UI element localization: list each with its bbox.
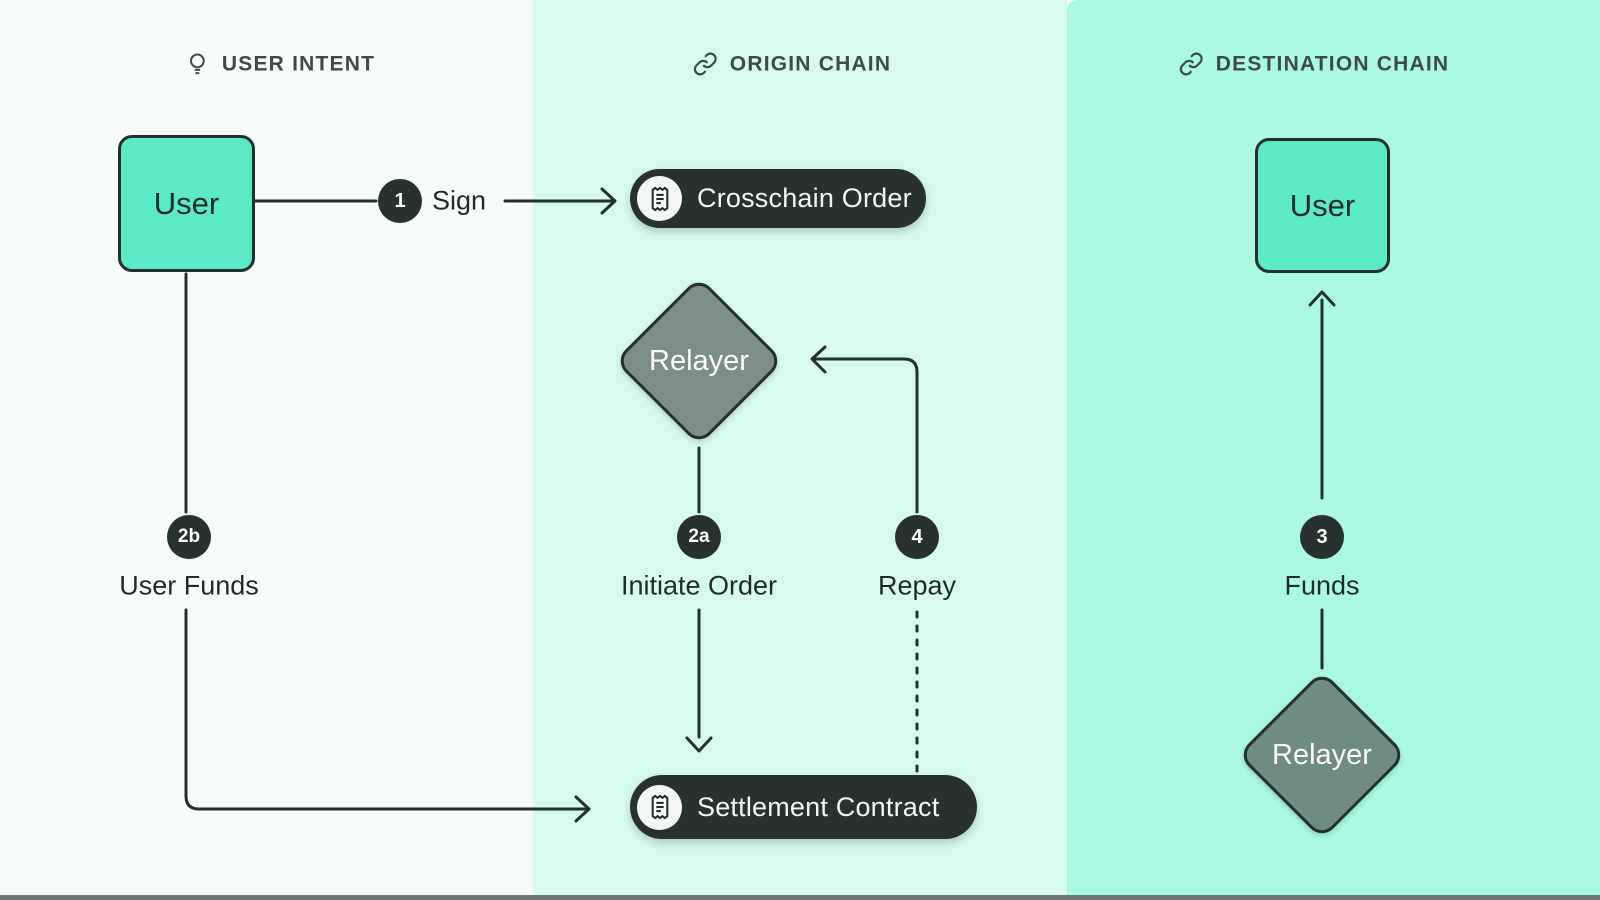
settlement-contract-label: Settlement Contract xyxy=(697,791,940,822)
user-intent-header-label: USER INTENT xyxy=(221,52,376,75)
arrow-user-funds-to-settlement xyxy=(184,608,591,823)
crosschain-order-label: Crosschain Order xyxy=(697,183,912,213)
step-label-sign: Sign xyxy=(432,185,487,216)
origin-user-node: User xyxy=(118,135,255,272)
chain-link-icon xyxy=(1179,52,1204,77)
crosschain-order-node: Crosschain Order xyxy=(630,169,926,228)
destination-relayer-label: Relayer xyxy=(1272,738,1372,771)
step-badge-4: 4 xyxy=(895,515,939,559)
origin-relayer-label: Relayer xyxy=(649,344,749,377)
destination-user-label: User xyxy=(1289,187,1356,223)
step-badge-2a: 2a xyxy=(677,515,721,559)
origin-chain-header-label: ORIGIN CHAIN xyxy=(729,52,892,75)
origin-chain-panel xyxy=(533,0,1067,900)
receipt-icon xyxy=(637,784,682,830)
destination-user-node: User xyxy=(1255,138,1390,273)
arrow-repay-to-relayer xyxy=(810,345,919,514)
step-label-user-funds: User Funds xyxy=(119,570,259,601)
step-badge-2b: 2b xyxy=(167,515,211,559)
step-label-repay: Repay xyxy=(877,570,957,601)
origin-user-label: User xyxy=(153,185,220,221)
step-badge-3: 3 xyxy=(1300,515,1344,559)
step-label-funds: Funds xyxy=(1284,570,1360,601)
chain-link-icon xyxy=(693,52,718,77)
arrow-initiate-order-to-settlement xyxy=(685,608,713,753)
step-badge-1: 1 xyxy=(378,179,422,223)
user-intent-panel xyxy=(0,0,533,900)
destination-chain-header-label: DESTINATION CHAIN xyxy=(1215,52,1450,75)
step-label-initiate-order: Initiate Order xyxy=(620,570,778,601)
arrow-funds-to-destination-user xyxy=(1308,290,1336,500)
lightbulb-icon xyxy=(185,52,210,77)
arrow-sign-to-crosschain-order xyxy=(503,187,617,215)
bottom-edge-bar xyxy=(0,895,1600,900)
settlement-contract-node: Settlement Contract xyxy=(630,775,977,839)
user-intent-header: USER INTENT xyxy=(185,52,375,77)
origin-chain-header: ORIGIN CHAIN xyxy=(693,52,891,77)
destination-chain-header: DESTINATION CHAIN xyxy=(1179,52,1450,77)
receipt-icon xyxy=(637,176,682,221)
